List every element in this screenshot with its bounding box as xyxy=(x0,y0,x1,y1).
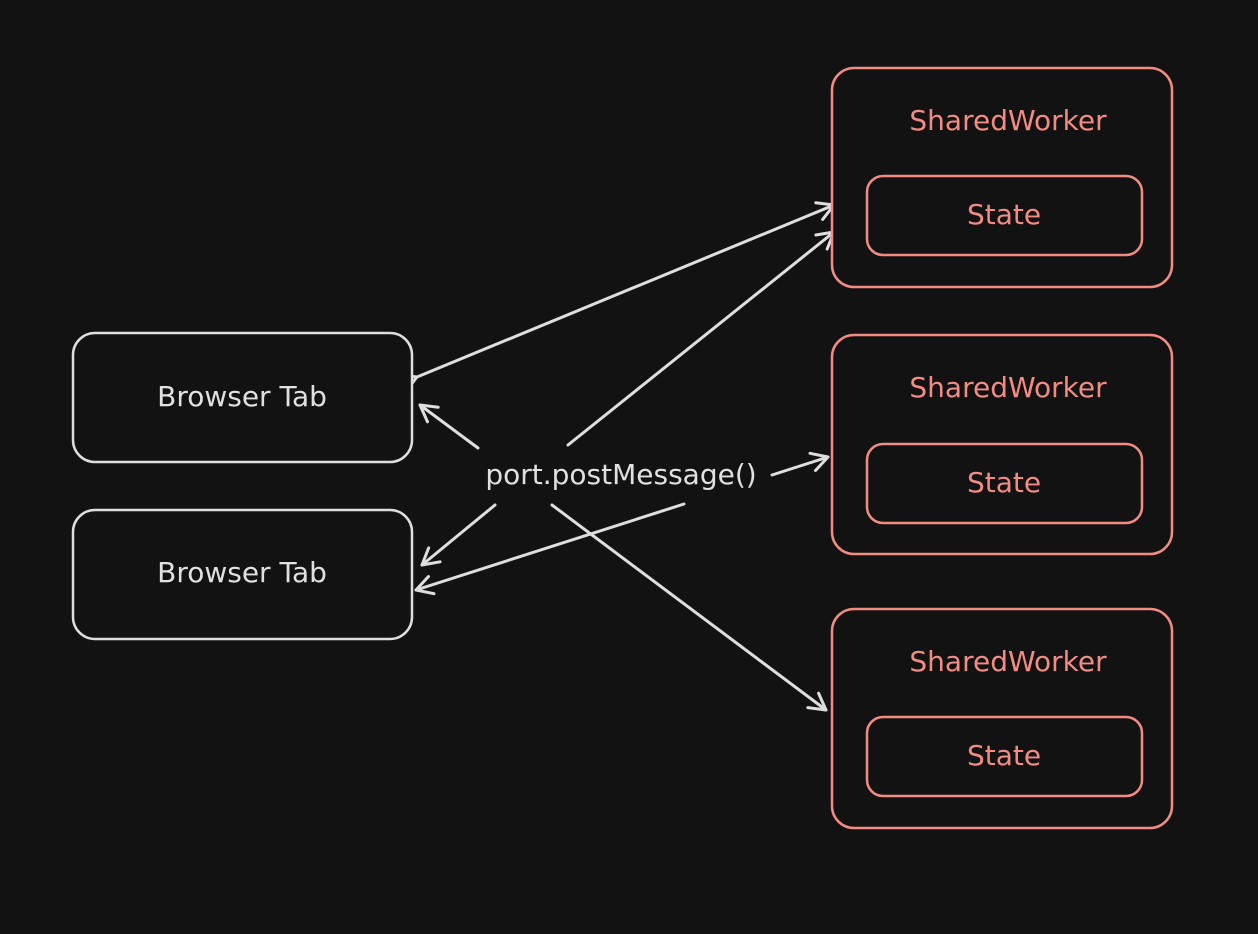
browser-tab-1: Browser Tab xyxy=(71,331,414,464)
browser-tab-label: Browser Tab xyxy=(157,556,327,589)
shared-worker-title: SharedWorker xyxy=(909,371,1107,404)
shared-worker-title: SharedWorker xyxy=(909,645,1107,678)
edge-label-postmessage: port.postMessage() xyxy=(485,458,756,491)
arrow-label-tab2-b xyxy=(414,502,686,596)
browser-tab-label: Browser Tab xyxy=(157,380,327,413)
arrow-tab1-worker1 xyxy=(397,201,836,393)
shared-worker-1: SharedWorker State xyxy=(830,66,1174,289)
state-box xyxy=(865,174,1144,257)
shared-worker-2: SharedWorker State xyxy=(830,333,1174,556)
browser-tab-2: Browser Tab xyxy=(71,508,414,641)
arrows xyxy=(397,201,836,712)
state-label: State xyxy=(967,466,1041,499)
arrow-label-worker2 xyxy=(770,451,830,477)
shared-worker-3: SharedWorker State xyxy=(830,607,1174,830)
arrow-label-worker1 xyxy=(566,230,836,447)
state-label: State xyxy=(967,739,1041,772)
shared-worker-title: SharedWorker xyxy=(909,104,1107,137)
arrow-label-tab2-a xyxy=(420,503,497,567)
state-box xyxy=(865,442,1144,525)
state-box xyxy=(865,715,1144,798)
arrow-label-tab1 xyxy=(418,403,480,450)
state-label: State xyxy=(967,198,1041,231)
arrow-label-worker3 xyxy=(550,503,828,712)
